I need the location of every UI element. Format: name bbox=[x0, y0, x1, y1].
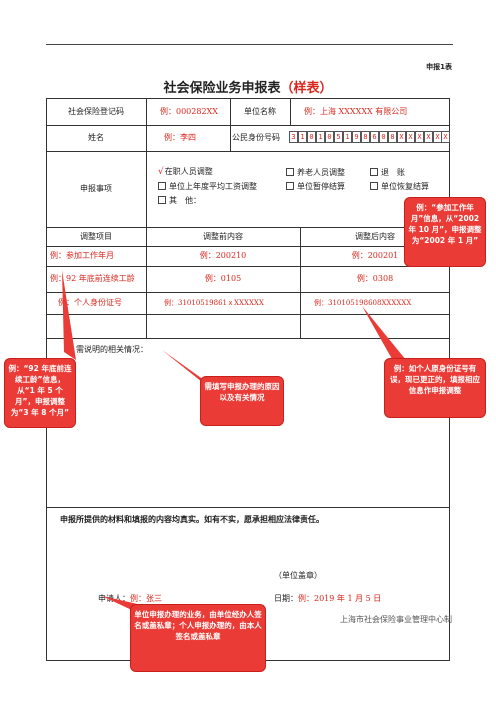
applicant-value[interactable]: 例：张三 bbox=[130, 594, 162, 603]
adjust-header-before: 调整前内容 bbox=[203, 232, 243, 241]
id-digit[interactable]: 1 bbox=[316, 131, 325, 143]
id-digit[interactable]: 0 bbox=[325, 131, 334, 143]
checkbox-icon[interactable] bbox=[286, 182, 294, 190]
callout-reason: 需填写申报办理的原因以及有关情况 bbox=[200, 376, 284, 426]
option-label: 退 账 bbox=[381, 168, 405, 177]
option-label: 单位暂停结算 bbox=[297, 182, 345, 191]
reg-no-value[interactable]: 例：000282XX bbox=[160, 107, 218, 116]
stamp-label: （单位盖章） bbox=[274, 571, 322, 580]
checkbox-icon[interactable] bbox=[158, 196, 166, 204]
option-avg-wage[interactable]: 单位上年度平均工资调整 bbox=[158, 182, 257, 192]
checkbox-icon[interactable] bbox=[370, 182, 378, 190]
id-digit[interactable]: X bbox=[424, 131, 433, 143]
row-divider bbox=[46, 507, 450, 508]
pointer-id-number bbox=[362, 306, 406, 366]
adjust-row-item[interactable]: 例：个人身份证号 bbox=[58, 298, 122, 307]
id-digit[interactable]: X bbox=[441, 131, 450, 143]
reg-no-label: 社会保险登记码 bbox=[68, 107, 124, 116]
row-divider bbox=[46, 227, 450, 228]
option-in-service[interactable]: √在职人员调整 bbox=[158, 167, 213, 177]
date-value[interactable]: 例：2019 年 1 月 5 日 bbox=[298, 594, 382, 603]
row-divider bbox=[46, 266, 450, 267]
row-divider bbox=[46, 314, 450, 315]
id-digit[interactable]: X bbox=[415, 131, 424, 143]
adjust-row-item[interactable]: 例：92 年底前连续工龄 bbox=[50, 274, 135, 283]
checkmark-icon: √ bbox=[158, 167, 164, 177]
pointer-seniority bbox=[62, 270, 76, 360]
id-digit[interactable]: 1 bbox=[343, 131, 352, 143]
checkbox-icon[interactable] bbox=[370, 168, 378, 176]
attachment-label: 申报1表 bbox=[426, 63, 452, 71]
id-digit[interactable]: 0 bbox=[307, 131, 316, 143]
declaration-text: 申报所提供的材料和填报的内容均真实。如有不实，愿承担相应法律责任。 bbox=[60, 514, 324, 524]
adjust-header-item: 调整项目 bbox=[80, 232, 112, 241]
id-digit[interactable]: 8 bbox=[388, 131, 397, 143]
option-resume[interactable]: 单位恢复结算 bbox=[370, 182, 429, 192]
checkbox-icon[interactable] bbox=[286, 168, 294, 176]
col-divider bbox=[146, 98, 147, 227]
option-retiree[interactable]: 养老人员调整 bbox=[286, 168, 345, 178]
id-digit[interactable]: X bbox=[406, 131, 415, 143]
row-divider bbox=[46, 151, 450, 152]
name-value[interactable]: 例：李四 bbox=[164, 133, 196, 142]
col-divider bbox=[290, 98, 291, 126]
row-divider bbox=[46, 338, 450, 339]
explanation-label: 需说明的相关情况： bbox=[76, 345, 148, 354]
option-label: 养老人员调整 bbox=[297, 168, 345, 177]
option-other[interactable]: 其 他： bbox=[158, 196, 201, 206]
id-digit[interactable]: 9 bbox=[352, 131, 361, 143]
id-digit[interactable]: 8 bbox=[361, 131, 370, 143]
option-label: 单位恢复结算 bbox=[381, 182, 429, 191]
col-divider bbox=[300, 227, 301, 338]
adjust-row-after[interactable]: 例：200201 bbox=[351, 251, 399, 260]
report-items-label: 申报事项 bbox=[80, 184, 112, 193]
id-digit[interactable]: 5 bbox=[334, 131, 343, 143]
date-field[interactable]: 日期：例：2019 年 1 月 5 日 bbox=[274, 594, 381, 604]
id-digit[interactable]: 1 bbox=[298, 131, 307, 143]
option-refund[interactable]: 退 账 bbox=[370, 168, 405, 178]
adjust-row-after[interactable]: 例：310105198608XXXXXX bbox=[314, 299, 412, 307]
option-label: 其 他： bbox=[169, 196, 201, 205]
callout-signature: 单位申报办理的业务，由单位经办人签名或盖私章；个人申报办理的，由本人签名或盖私章 bbox=[130, 604, 266, 672]
id-digit[interactable]: 0 bbox=[379, 131, 388, 143]
row-divider bbox=[46, 292, 450, 293]
option-label: 在职人员调整 bbox=[164, 167, 213, 176]
id-label: 公民身份号码 bbox=[232, 133, 280, 142]
pointer-reason bbox=[162, 350, 212, 390]
issuer-note: 上海市社会保险事业管理中心制 bbox=[340, 615, 452, 624]
name-label: 姓名 bbox=[88, 133, 104, 142]
adjust-row-after[interactable]: 例：0308 bbox=[356, 274, 394, 283]
unit-name-value[interactable]: 例：上海 XXXXXX 有限公司 bbox=[304, 107, 408, 116]
callout-work-date: 例：“参加工作年月”信息，从“2002 年 10 月”，申报调整为“2002 年… bbox=[404, 197, 486, 267]
top-rule bbox=[46, 44, 453, 45]
adjust-row-before[interactable]: 例：0105 bbox=[204, 274, 242, 283]
page-title: 社会保险业务申报表（样表） bbox=[0, 77, 496, 96]
adjust-row-before[interactable]: 例：200210 bbox=[199, 251, 247, 260]
adjust-header-after: 调整后内容 bbox=[355, 232, 395, 241]
option-label: 单位上年度平均工资调整 bbox=[169, 182, 257, 191]
callout-id-number: 例：如个人原身份证号有误，现已更正的，填报相应信息作申报调整 bbox=[384, 358, 486, 418]
option-suspend[interactable]: 单位暂停结算 bbox=[286, 182, 345, 192]
row-divider bbox=[46, 125, 450, 126]
id-digit[interactable]: 6 bbox=[370, 131, 379, 143]
id-digit[interactable]: X bbox=[397, 131, 406, 143]
applicant-field[interactable]: 申请人：例：张三 bbox=[98, 594, 162, 604]
id-digit[interactable]: 3 bbox=[289, 131, 298, 143]
col-divider bbox=[230, 98, 231, 151]
date-label: 日期： bbox=[274, 594, 298, 603]
unit-name-label: 单位名称 bbox=[244, 107, 276, 116]
col-divider bbox=[146, 227, 147, 338]
row-divider bbox=[46, 246, 450, 247]
applicant-label: 申请人： bbox=[98, 594, 130, 603]
checkbox-icon[interactable] bbox=[158, 182, 166, 190]
title-main: 社会保险业务申报表 bbox=[163, 81, 281, 96]
callout-seniority: 例：“92 年底前连续工龄”信息，从“1 年 5 个月”，申报调整为“3 年 8… bbox=[4, 358, 76, 428]
adjust-row-before[interactable]: 例：31010519861ｘXXXXXX bbox=[164, 299, 264, 307]
adjust-row-item[interactable]: 例：参加工作年月 bbox=[50, 251, 114, 260]
title-suffix: （样表） bbox=[280, 81, 333, 96]
